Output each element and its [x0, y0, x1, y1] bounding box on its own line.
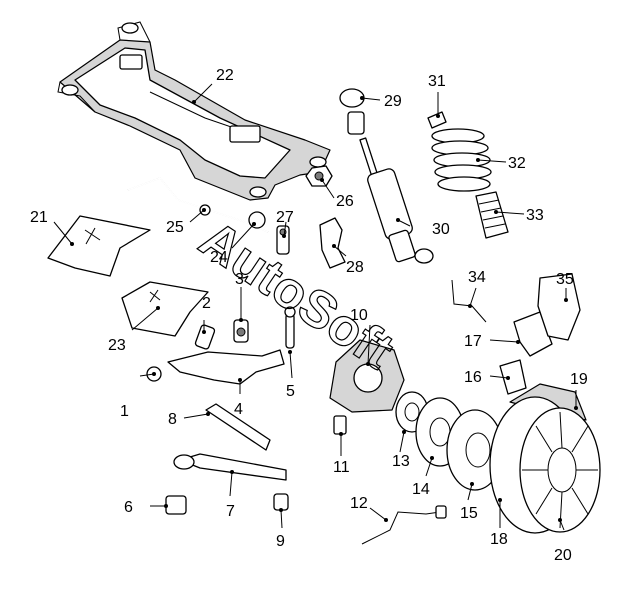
hub-carrier — [329, 339, 405, 413]
callout-25: 25 — [166, 219, 184, 236]
callout-32: 32 — [508, 155, 526, 172]
spring-upper-seat — [427, 111, 447, 129]
callout-14: 14 — [412, 481, 430, 498]
shield-plate — [121, 281, 209, 337]
mount-bracket — [319, 217, 346, 269]
stabiliser-link — [276, 225, 290, 255]
callout-13: 13 — [392, 453, 410, 470]
callout-10: 10 — [350, 307, 368, 324]
callout-12: 12 — [350, 495, 368, 512]
callout-16: 16 — [464, 369, 482, 386]
callout-22: 22 — [216, 67, 234, 84]
brake-caliper — [537, 273, 581, 341]
bump-stop-gaiter — [475, 191, 509, 239]
callout-6: 6 — [124, 499, 133, 516]
callout-1: 1 — [120, 403, 129, 420]
trailing-link — [205, 403, 271, 451]
mount-nut — [305, 165, 333, 187]
track-rod-bush — [165, 495, 187, 515]
callout-8: 8 — [168, 411, 177, 428]
callout-35: 35 — [556, 271, 574, 288]
callout-26: 26 — [336, 193, 354, 210]
shield-plate-mark — [149, 289, 161, 303]
damper-top-mount — [339, 88, 365, 135]
callout-labels: 1 2 3 4 5 6 7 8 9 10 11 12 13 14 15 16 1… — [30, 67, 588, 564]
track-rod — [173, 453, 287, 481]
callout-17: 17 — [464, 333, 482, 350]
brake-pads — [499, 359, 527, 395]
callout-28: 28 — [346, 259, 364, 276]
callout-21: 21 — [30, 209, 48, 226]
callout-23: 23 — [108, 337, 126, 354]
callout-9: 9 — [276, 533, 285, 550]
carrier-bolt — [333, 415, 347, 435]
leader-dots — [70, 96, 578, 522]
caliper-carrier — [513, 311, 553, 357]
callout-34: 34 — [468, 269, 486, 286]
callout-31: 31 — [428, 73, 446, 90]
callout-3: 3 — [235, 271, 244, 288]
callout-11: 11 — [333, 459, 350, 476]
callout-30: 30 — [432, 221, 450, 238]
callout-4: 4 — [234, 401, 243, 418]
callout-15: 15 — [460, 505, 478, 522]
subframe-crossmember — [57, 21, 331, 201]
callout-18: 18 — [490, 531, 508, 548]
abs-sensor — [361, 505, 447, 545]
callout-7: 7 — [226, 503, 235, 520]
heat-shield-mark — [84, 227, 101, 245]
callout-19: 19 — [570, 371, 588, 388]
callout-24: 24 — [210, 249, 228, 266]
heat-shield — [47, 215, 151, 277]
callout-33: 33 — [526, 207, 544, 224]
callout-2: 2 — [202, 295, 211, 312]
link-bush — [273, 493, 289, 511]
callout-20: 20 — [554, 547, 572, 564]
callout-5: 5 — [286, 383, 295, 400]
shock-absorber — [359, 137, 434, 264]
callout-29: 29 — [384, 93, 402, 110]
link-pin — [284, 306, 296, 349]
ball-joint-bush — [233, 319, 249, 343]
road-wheel — [519, 407, 601, 533]
coil-spring — [431, 128, 492, 192]
stabiliser-bush — [248, 211, 266, 229]
lower-arm — [167, 349, 285, 385]
arm-bolt — [194, 324, 216, 350]
brake-hose — [451, 279, 487, 323]
callout-27: 27 — [276, 209, 294, 226]
